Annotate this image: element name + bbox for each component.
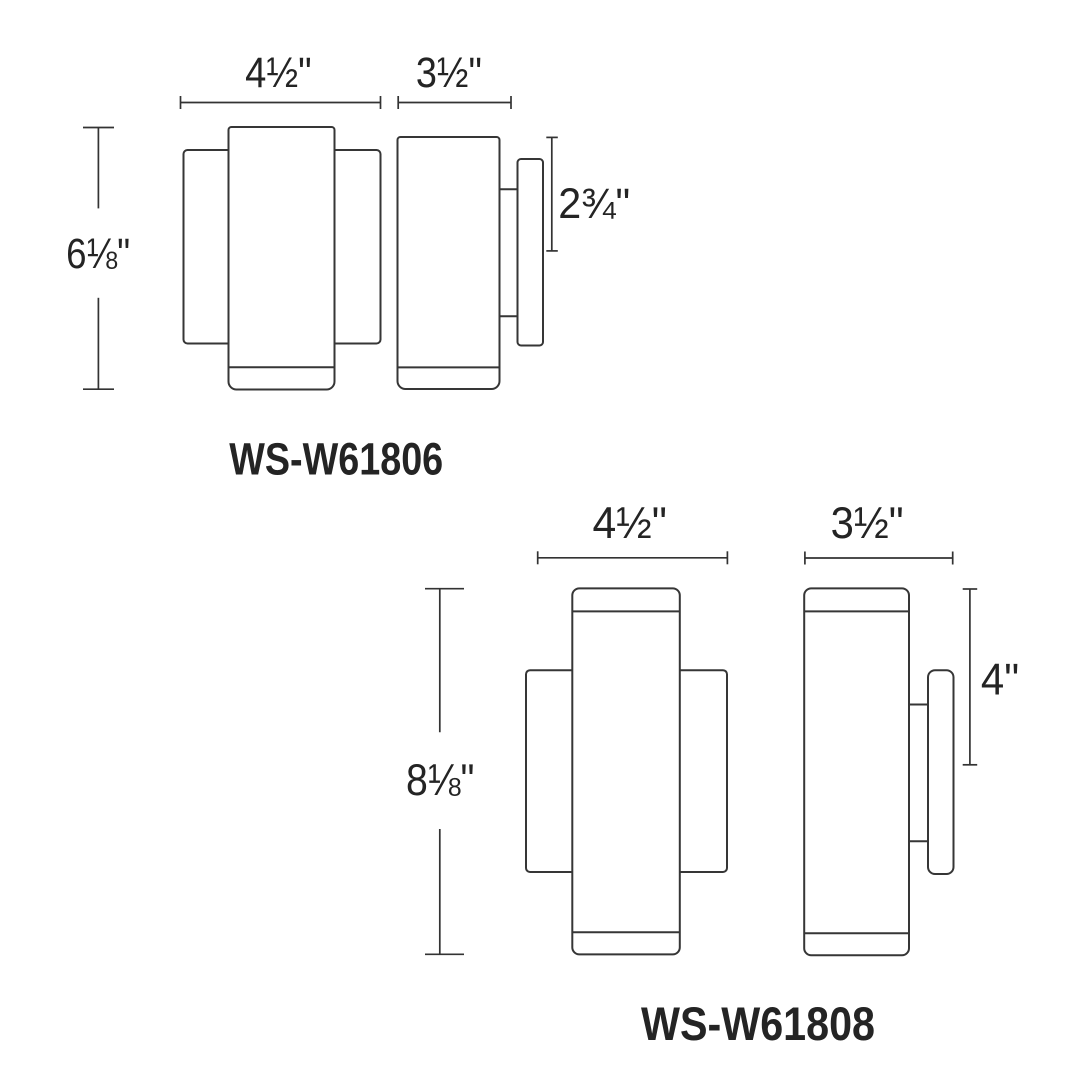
svg-text:3½": 3½" bbox=[416, 49, 482, 97]
svg-text:4½": 4½" bbox=[245, 49, 312, 97]
svg-text:WS-W61806: WS-W61806 bbox=[229, 433, 443, 484]
svg-text:4": 4" bbox=[981, 656, 1019, 705]
svg-text:3½": 3½" bbox=[831, 499, 904, 548]
svg-text:WS-W61808: WS-W61808 bbox=[641, 998, 875, 1051]
svg-text:4½": 4½" bbox=[592, 499, 667, 548]
svg-text:6⅛": 6⅛" bbox=[66, 230, 130, 278]
svg-text:8⅛": 8⅛" bbox=[406, 756, 475, 805]
svg-text:2¾": 2¾" bbox=[558, 180, 630, 228]
